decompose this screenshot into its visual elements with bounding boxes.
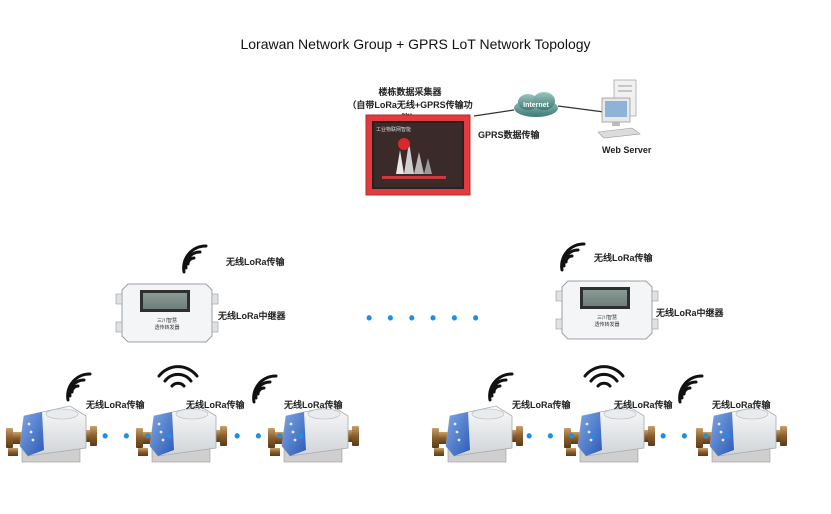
concentrator-screen-line1: 三川智慧: [156, 318, 177, 324]
internet-cloud: [514, 92, 558, 117]
concentrator-screen-left: 三川智慧 透传转发器: [140, 318, 194, 332]
wireless-label-meter-5: 无线LoRa传输: [614, 400, 673, 410]
concentrator-label-left: 无线LoRa中继器: [218, 311, 286, 321]
wireless-label-concentrator-right: 无线LoRa传输: [594, 253, 653, 263]
meter-ellipsis-4: • • • •: [660, 426, 736, 446]
concentrator-screen-right: 三川智慧 透传转发器: [580, 315, 634, 329]
diagram-title: Lorawan Network Group + GPRS LoT Network…: [240, 36, 591, 52]
wireless-label-meter-4: 无线LoRa传输: [512, 400, 571, 410]
concentrator-screen-line2: 透传转发器: [594, 322, 620, 328]
wireless-label-meter-6: 无线LoRa传输: [712, 400, 771, 410]
concentrator-screen-line1: 三川智慧: [596, 315, 617, 321]
gprs-label: GPRS数据传输: [478, 130, 540, 140]
concentrator-label-right: 无线LoRa中继器: [656, 308, 724, 318]
wireless-label-concentrator-left: 无线LoRa传输: [226, 257, 285, 267]
gateway-caption-line1: 楼栋数据采集器: [378, 87, 442, 97]
internet-label: Internet: [523, 102, 549, 109]
wireless-label-meter-3: 无线LoRa传输: [284, 400, 343, 410]
gateway-screen-text: 工业物联网智能: [376, 127, 412, 133]
web-server-computer: [597, 79, 641, 139]
meter-ellipsis-3: • • • •: [526, 426, 602, 446]
gateway-device: [365, 114, 471, 196]
network-links: [473, 105, 605, 117]
wireless-label-meter-2: 无线LoRa传输: [186, 400, 245, 410]
web-server-label: Web Server: [602, 145, 652, 155]
concentrator-screen-line2: 透传转发器: [154, 325, 180, 331]
concentrator-ellipsis: • • • • • •: [366, 308, 484, 328]
meter-ellipsis-1: • • • •: [102, 426, 178, 446]
wireless-label-meter-1: 无线LoRa传输: [86, 400, 145, 410]
meter-ellipsis-2: • • • •: [234, 426, 310, 446]
